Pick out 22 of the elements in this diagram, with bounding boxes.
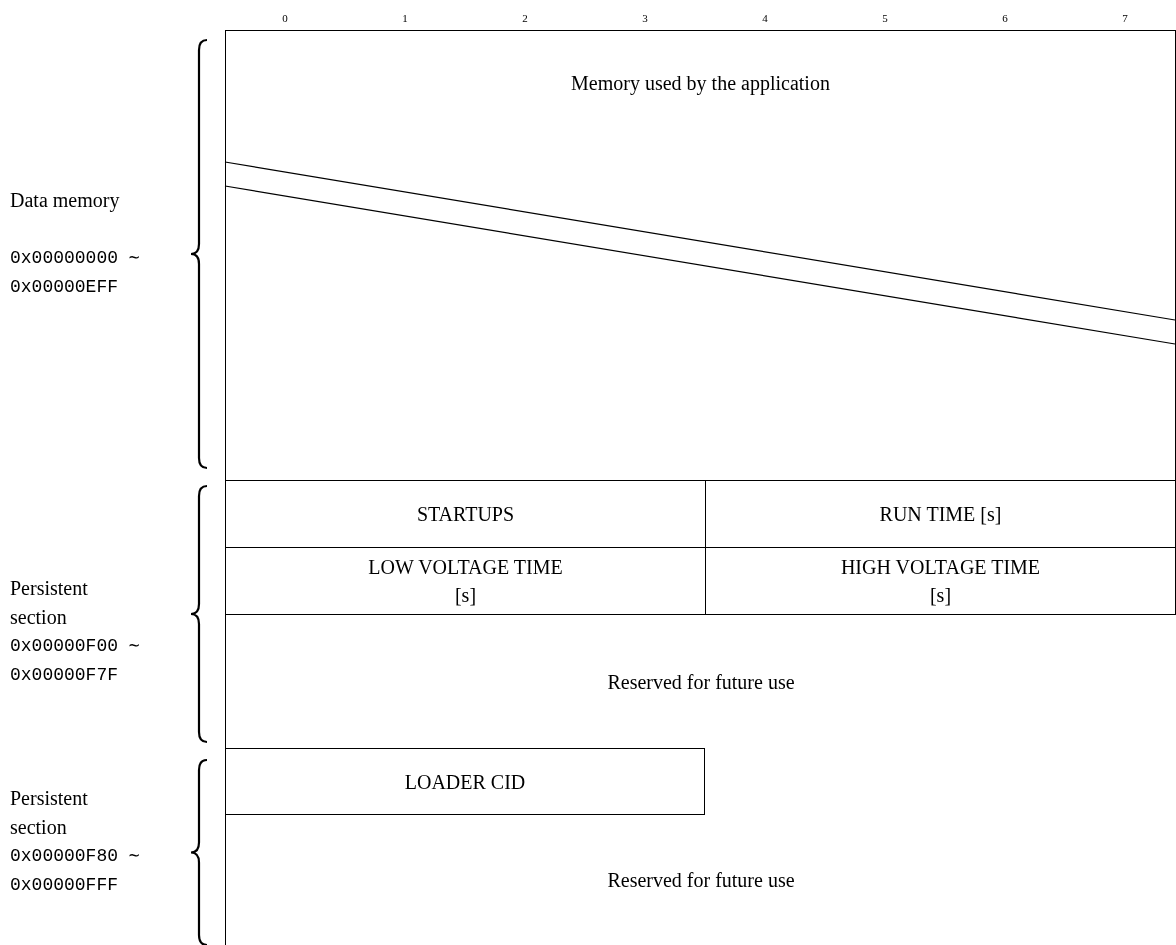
address-range: 0x00000F80 ∼ 0x00000FFF [10, 845, 141, 897]
field-cell: STARTUPS [225, 480, 705, 547]
memory-region: Memory used by the application [225, 30, 1176, 480]
reserved-region: Reserved for future use [225, 614, 1176, 748]
bit-number: 3 [641, 12, 649, 24]
field-cell: HIGH VOLTAGE TIME [s] [705, 547, 1176, 614]
field-cell: LOADER CID [225, 748, 705, 815]
bit-number: 4 [761, 12, 769, 24]
bit-number: 2 [521, 12, 529, 24]
bit-number: 5 [881, 12, 889, 24]
bit-number: 1 [401, 12, 409, 24]
address-range: 0x00000000 ∼ 0x00000EFF [10, 247, 141, 299]
section-label: Persistent section [10, 576, 89, 630]
field-cell: LOW VOLTAGE TIME [s] [225, 547, 705, 614]
section-label: Persistent section [10, 786, 89, 840]
bit-number: 7 [1121, 12, 1129, 24]
field-cell: RUN TIME [s] [705, 480, 1176, 547]
bit-number: 0 [281, 12, 289, 24]
reserved-region: Reserved for future use [225, 815, 1176, 945]
section-label: Data memory [10, 188, 121, 214]
bit-number: 6 [1001, 12, 1009, 24]
address-range: 0x00000F00 ∼ 0x00000F7F [10, 635, 141, 687]
